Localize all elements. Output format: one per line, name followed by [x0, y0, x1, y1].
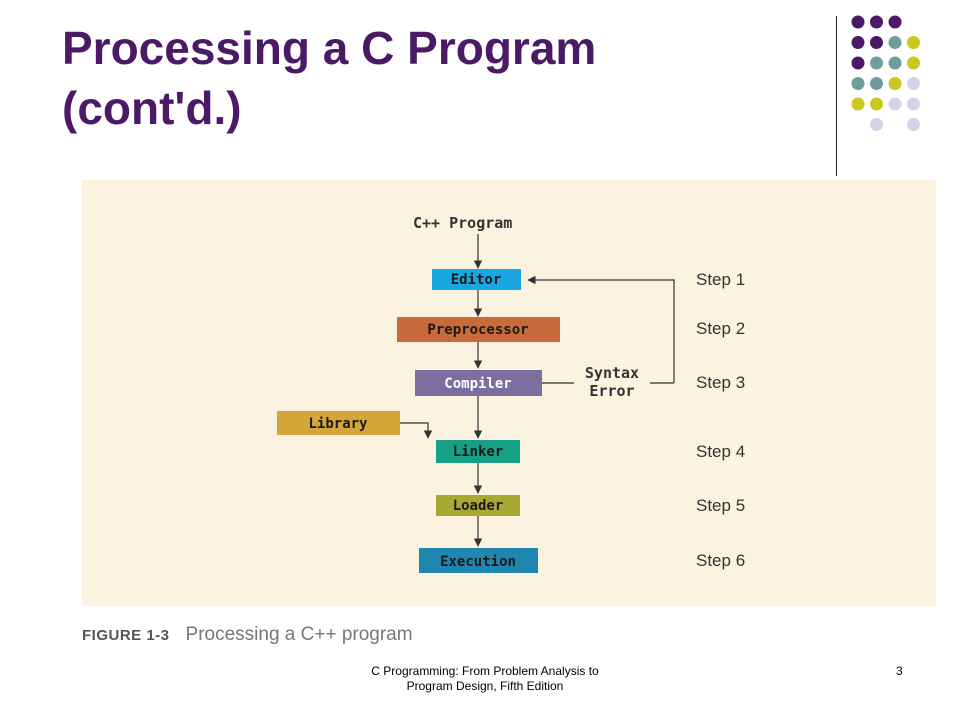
slide-footer: C Programming: From Problem Analysis to … [340, 664, 630, 694]
decorative-dot [907, 56, 920, 70]
linker-box [436, 440, 520, 463]
decorative-dot [888, 97, 902, 111]
decorative-dot-grid [851, 15, 920, 131]
decorative-dot [870, 56, 883, 70]
library-label: Library [308, 416, 368, 432]
decorative-dot [907, 97, 920, 111]
decorative-dot [907, 77, 920, 90]
decorative-dot [888, 56, 902, 70]
footer-line-1: C Programming: From Problem Analysis to [371, 664, 599, 678]
decorative-dot [851, 77, 865, 90]
decorative-dot [851, 56, 865, 70]
decorative-dot [888, 36, 902, 49]
title-line-1: Processing a C Program [62, 22, 597, 74]
loader-label: Loader [453, 498, 504, 514]
decorative-divider [836, 16, 837, 176]
syntax-error-label-line-2: Error [589, 382, 634, 400]
input-program-label: C++ Program [413, 214, 512, 232]
arrow-error-back-to-editor [527, 275, 675, 383]
execution-label: Execution [440, 554, 516, 570]
footer-line-2: Program Design, Fifth Edition [406, 679, 564, 693]
library-box [277, 411, 400, 435]
decorative-dot [870, 97, 883, 111]
preprocessor-label: Preprocessor [427, 322, 528, 338]
step-2-label: Step 2 [696, 319, 745, 338]
step-3-label: Step 3 [696, 373, 745, 392]
figure-number: FIGURE 1-3 [82, 627, 170, 644]
decorative-dot [870, 15, 883, 29]
loader-box [436, 495, 520, 516]
editor-box [432, 269, 521, 290]
title-line-2: (cont'd.) [62, 82, 242, 134]
syntax-error-label-line-1: Syntax [585, 364, 639, 382]
decorative-dot [851, 36, 865, 49]
decorative-dot [851, 15, 865, 29]
figure-caption-text: Processing a C++ program [185, 624, 413, 645]
decorative-dot [870, 36, 883, 49]
compiler-box [415, 370, 542, 396]
editor-label: Editor [451, 272, 502, 288]
page-number: 3 [896, 664, 903, 678]
step-1-label: Step 1 [696, 270, 745, 289]
linker-label: Linker [453, 444, 504, 460]
step-5-label: Step 5 [696, 496, 745, 515]
step-4-label: Step 4 [696, 442, 745, 461]
arrow-library-to-linker [400, 422, 433, 439]
decorative-dot [888, 15, 902, 29]
compiler-label: Compiler [444, 376, 511, 392]
decorative-dot [907, 36, 920, 49]
step-6-label: Step 6 [696, 551, 745, 570]
slide-title: Processing a C Program (cont'd.) [62, 18, 802, 138]
processing-flow-diagram: C++ Program Editor Preprocessor Compiler… [277, 214, 745, 573]
decorative-dot [907, 118, 920, 131]
preprocessor-box [397, 317, 560, 342]
decorative-dot [870, 77, 883, 90]
decorative-dot [870, 118, 883, 131]
figure-caption: FIGURE 1-3 Processing a C++ program [82, 624, 413, 646]
decorative-dot [888, 77, 902, 90]
decorative-dot [851, 97, 865, 111]
execution-box [419, 548, 538, 573]
